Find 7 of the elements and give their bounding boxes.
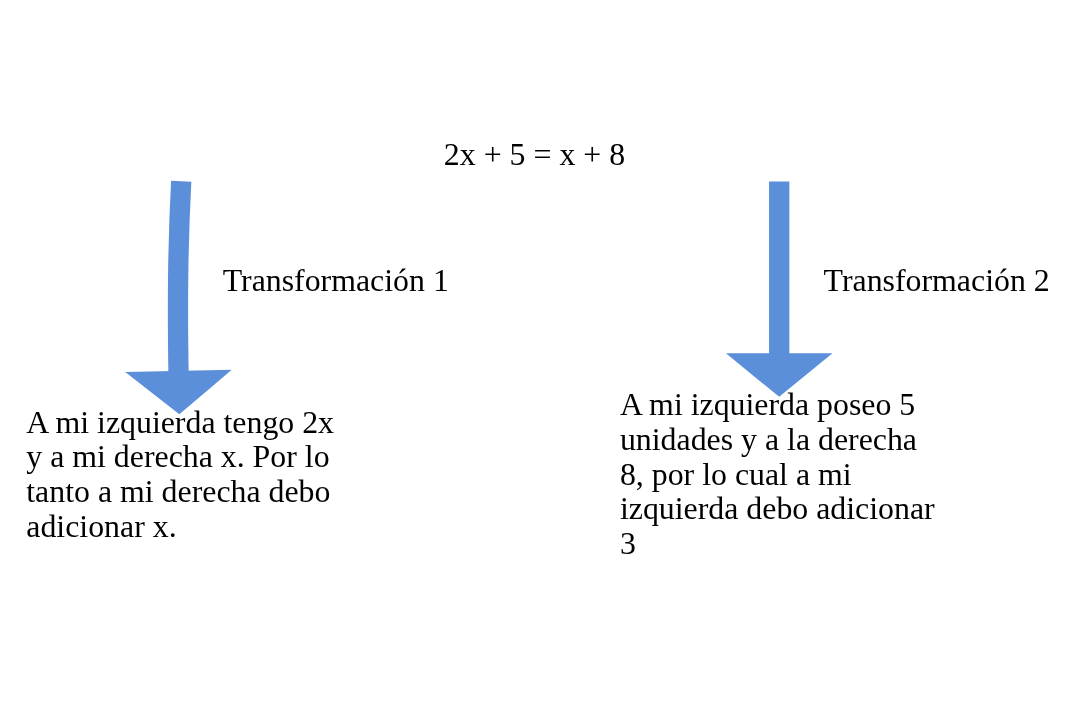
node-text: A mi izquierda tengo 2x y a mi derecha x. Por lo tanto a mi derecha debo adicionar x. [26,404,335,544]
edge-label: Transformación 1 [222,262,449,298]
diagram-title: 2x + 5 = x + 8 [443,136,626,172]
arrow [725,180,833,397]
node-text: A mi izquierda poseo 5 unidades y a la derecha 8, por lo cual a mi izquierda debo adicionar 3 [619,386,935,561]
arrow [125,180,232,414]
edge-label: Transformación 2 [823,262,1050,298]
